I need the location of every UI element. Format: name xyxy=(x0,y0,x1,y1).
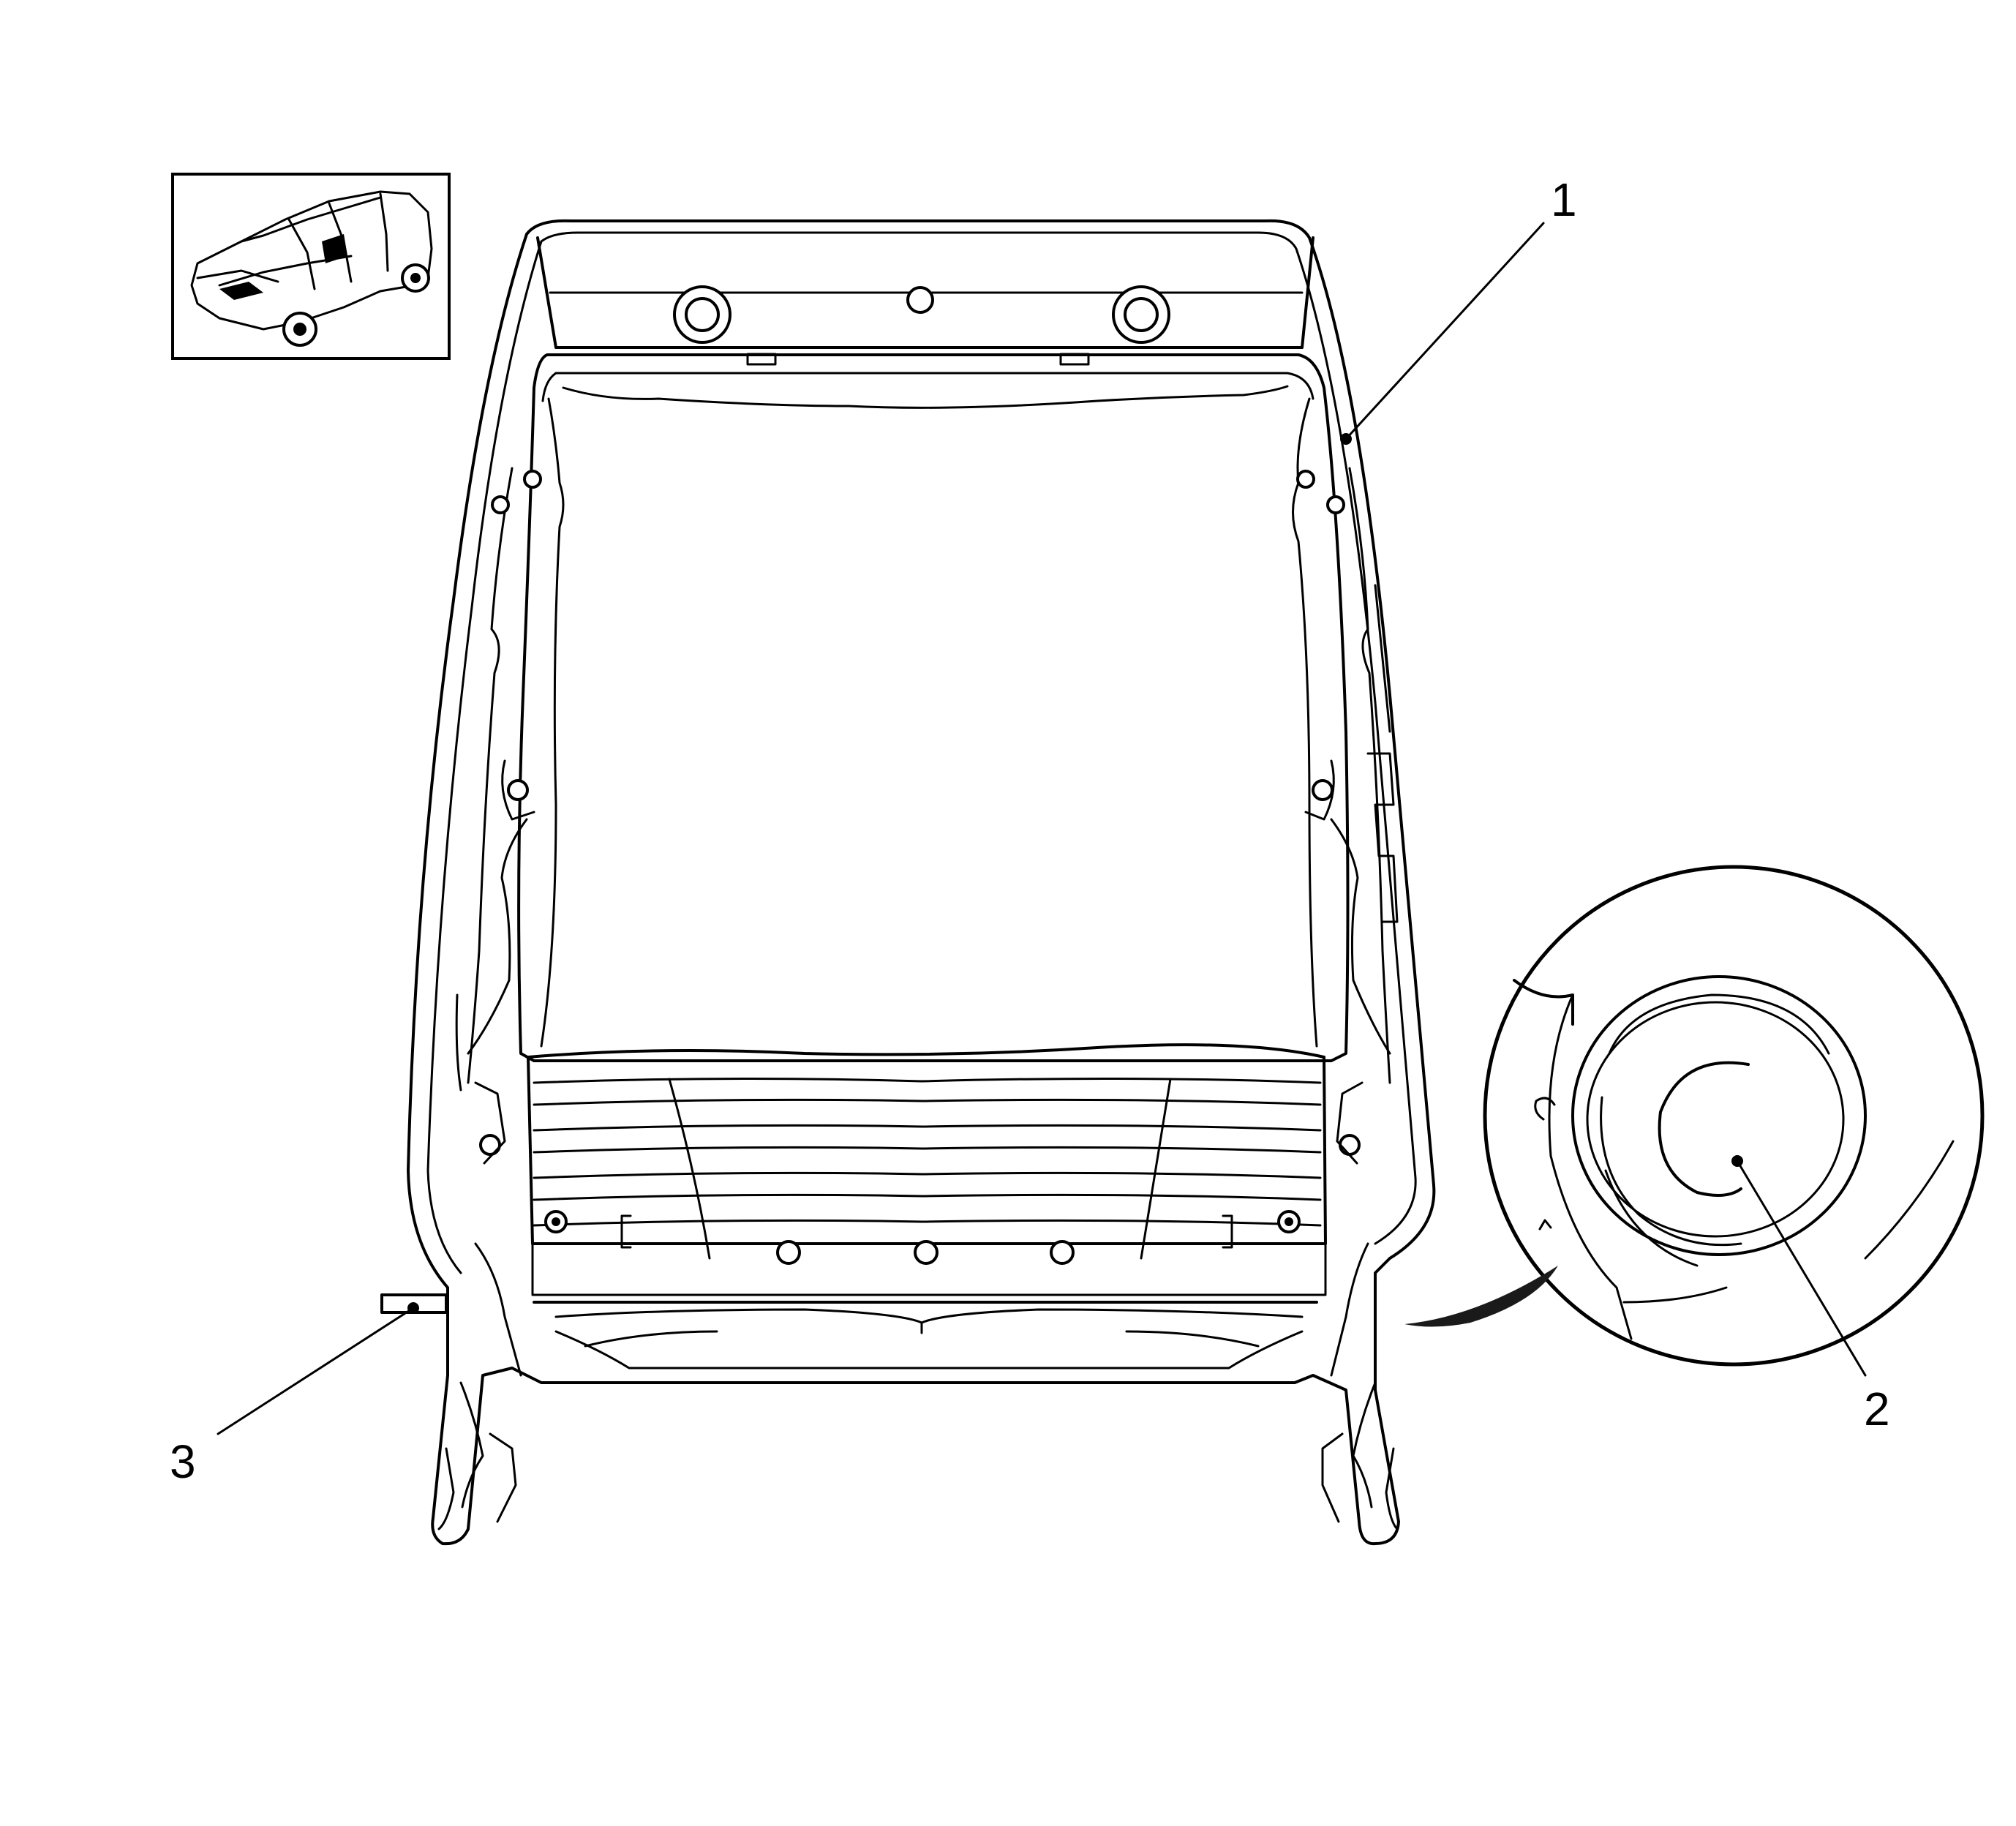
callout-leaders xyxy=(217,222,1867,1435)
seat-back-frame xyxy=(380,219,1436,1546)
callout-2: 2 xyxy=(1864,1383,1890,1435)
vehicle-locator-icon xyxy=(171,173,451,360)
magnified-detail-view xyxy=(1404,865,1985,1367)
callout-3: 3 xyxy=(170,1435,196,1488)
callout-1: 1 xyxy=(1551,173,1577,226)
